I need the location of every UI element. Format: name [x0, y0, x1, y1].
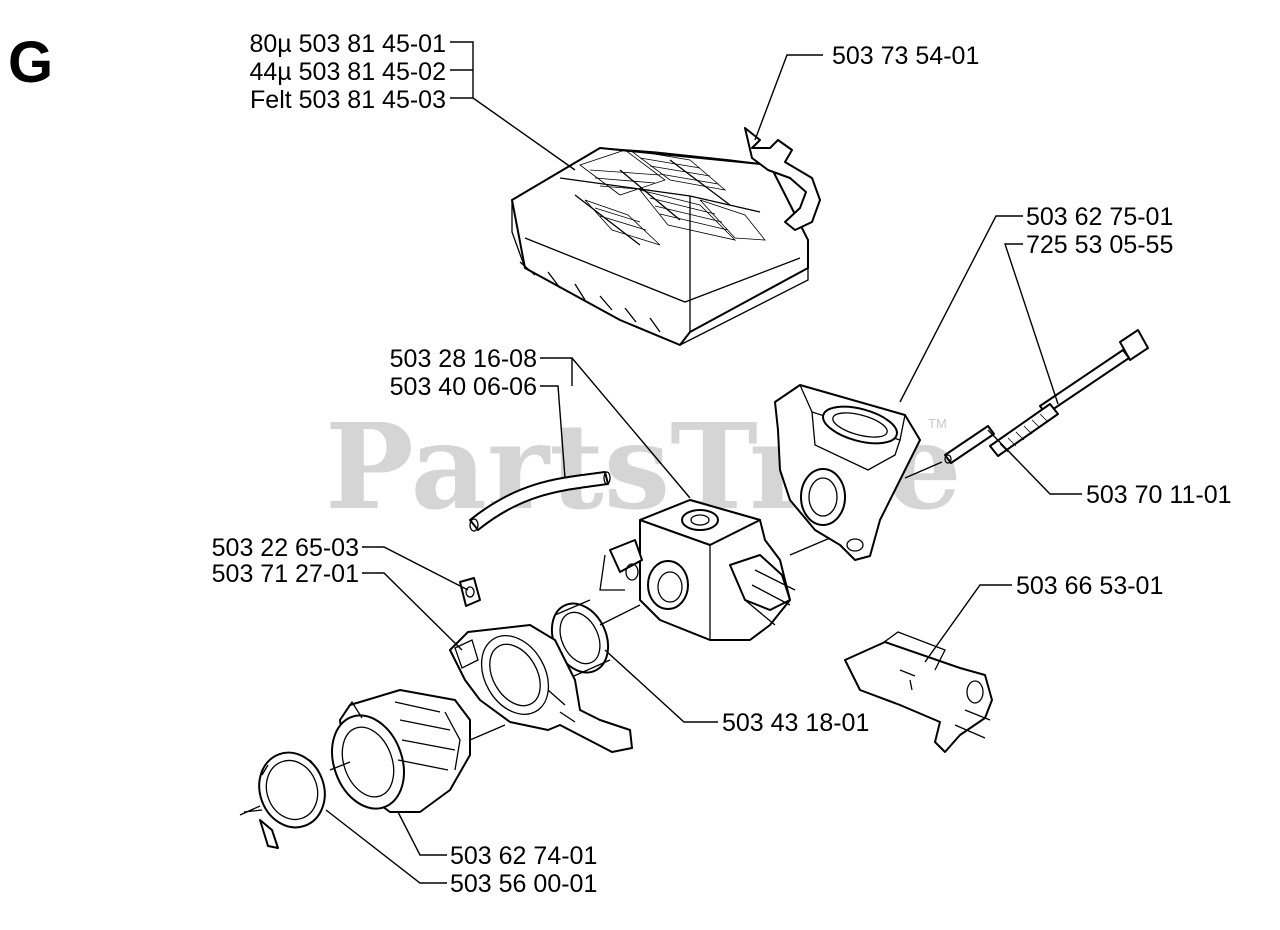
- leader-lines: [325, 41, 1082, 884]
- carburetor-illustration: [599, 499, 796, 641]
- fuel-hose-illustration: [469, 471, 611, 532]
- label-air-filter-felt: Felt 503 81 45-03: [250, 86, 446, 114]
- watermark-trademark: TM: [928, 416, 947, 431]
- rubber-ring-illustration: [550, 599, 611, 681]
- air-filter-illustration: [511, 147, 809, 346]
- label-pin: 503 70 11-01: [1086, 481, 1232, 509]
- spring-clip-illustration: [744, 127, 821, 231]
- label-intake-boot: 503 62 74-01: [450, 842, 597, 870]
- label-flange: 503 71 27-01: [212, 560, 359, 588]
- intake-adapter-illustration: [774, 384, 921, 561]
- label-fuel-hose-a: 503 28 16-08: [390, 345, 537, 373]
- label-spring-clip: 503 73 54-01: [832, 42, 979, 70]
- hose-clamp-illustration: [243, 751, 326, 849]
- assembly-axis-lines: [239, 461, 943, 816]
- label-hose-clamp: 503 56 00-01: [450, 870, 597, 898]
- label-intake-adapter: 503 62 75-01: [1026, 203, 1173, 231]
- square-nut-illustration: [459, 577, 481, 607]
- label-nut: 503 22 65-03: [212, 534, 359, 562]
- pin-illustration: [944, 425, 995, 464]
- choke-illustration: [844, 631, 993, 753]
- label-rubber-ring: 503 43 18-01: [722, 709, 869, 737]
- label-fuel-hose-b: 503 40 06-06: [390, 373, 537, 401]
- label-air-filter-44: 44µ 503 81 45-02: [249, 58, 446, 86]
- label-air-filter-80: 80µ 503 81 45-01: [249, 30, 446, 58]
- long-screw-illustration: [989, 329, 1149, 457]
- intake-boot-illustration: [331, 689, 471, 813]
- section-letter: G: [8, 30, 53, 95]
- flange-illustration: [449, 624, 633, 753]
- label-choke: 503 66 53-01: [1016, 572, 1163, 600]
- label-long-screw: 725 53 05-55: [1026, 231, 1173, 259]
